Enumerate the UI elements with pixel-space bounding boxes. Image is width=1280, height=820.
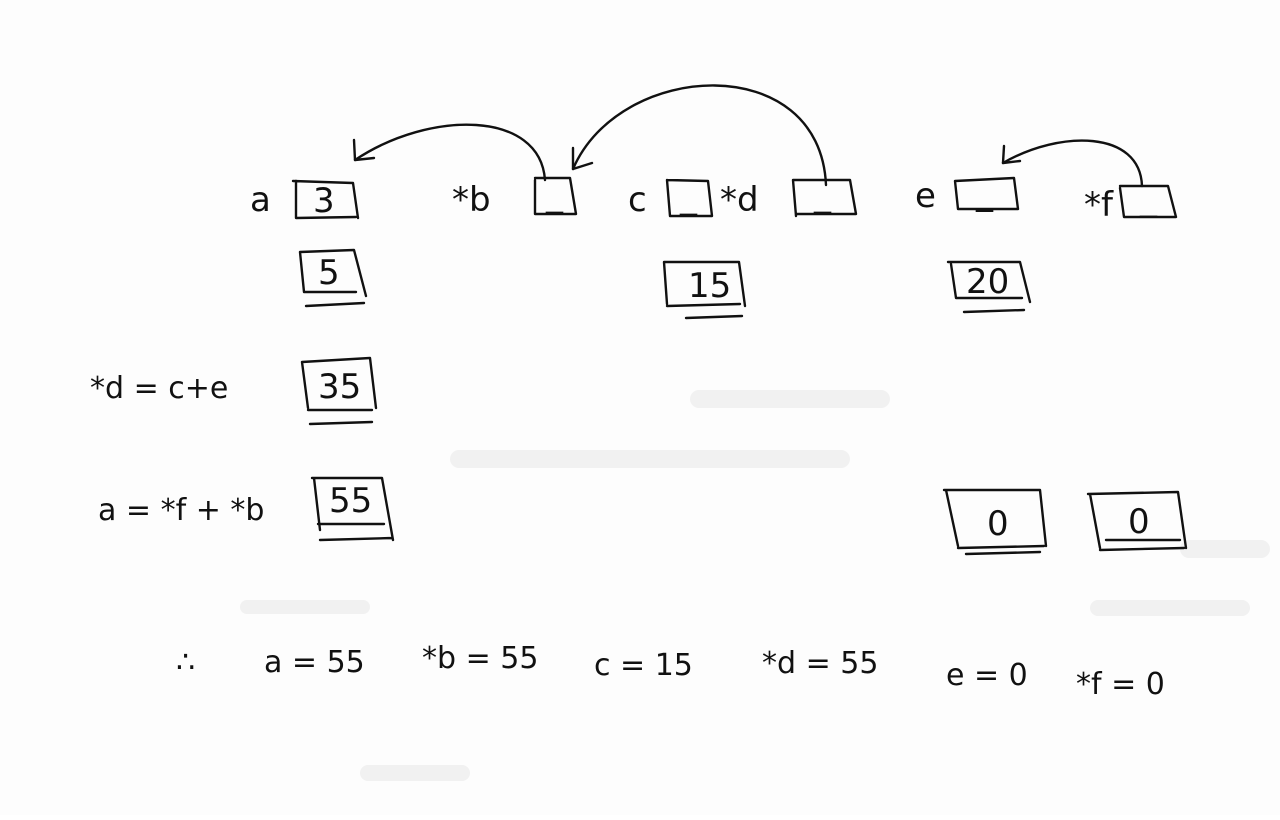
var-box-d: [791, 178, 858, 218]
expression-d-assign: *d = c+e: [90, 371, 228, 406]
row2-e: 20: [946, 260, 1032, 314]
var-box-c: [665, 178, 714, 218]
value-box-a-55: [310, 476, 395, 542]
variable-b: *b _: [452, 175, 578, 220]
conclusion: ∴ a = 55 *b = 55 c = 15 *d = 55 e = 0 *f…: [176, 641, 1165, 702]
result-b: *b = 55: [422, 641, 538, 676]
value-e-0: 0: [987, 504, 1009, 544]
pointer-arrow-f-to-e: [1001, 139, 1144, 188]
var-value-e: _: [975, 173, 994, 213]
var-box-f: [1118, 184, 1178, 219]
row4-f: 0: [1086, 490, 1188, 552]
result-c: c = 15: [594, 648, 693, 683]
variable-f: *f _: [1084, 179, 1178, 225]
result-e: e = 0: [946, 658, 1028, 693]
result-f: *f = 0: [1076, 667, 1165, 702]
row2-a: 5: [298, 248, 368, 308]
expression-a-assign: a = *f + *b: [98, 493, 264, 528]
result-d: *d = 55: [762, 646, 878, 681]
var-box-b: [533, 176, 578, 216]
value-box-f-0: [1086, 490, 1188, 552]
value-c-15: 15: [688, 266, 731, 306]
value-box-a-5: [298, 248, 368, 308]
var-value-b: _: [545, 175, 564, 215]
var-label-f: *f: [1084, 185, 1114, 225]
var-box-a: [291, 179, 360, 220]
var-value-d: _: [813, 175, 832, 215]
pointer-arrows: [352, 84, 1144, 188]
value-a-5: 5: [318, 253, 340, 293]
pointer-arrow-d-to-b: [571, 84, 828, 187]
value-a-35: 35: [318, 367, 361, 407]
result-a: a = 55: [264, 645, 365, 680]
therefore-symbol: ∴: [176, 645, 195, 680]
value-a-55: 55: [329, 481, 372, 521]
value-box-e-0: [942, 488, 1048, 556]
pointer-arrow-b-to-a: [352, 123, 547, 182]
var-box-e: [953, 176, 1020, 211]
variable-c: c _: [628, 177, 714, 220]
row2-c: 15: [662, 260, 747, 320]
value-box-c-15: [662, 260, 747, 320]
var-value-a: 3: [313, 181, 335, 221]
variable-e: e _: [915, 173, 1020, 216]
var-value-f: _: [1139, 179, 1158, 219]
variable-d: *d _: [720, 175, 858, 220]
var-label-a: a: [250, 180, 271, 220]
var-value-c: _: [679, 177, 698, 217]
value-e-20: 20: [966, 262, 1009, 302]
row4-a: 55: [310, 476, 395, 542]
value-f-0: 0: [1128, 502, 1150, 542]
var-label-d: *d: [720, 180, 759, 220]
row3-a: 35: [300, 356, 378, 426]
var-label-b: *b: [452, 180, 491, 220]
paper-bleed-through: [240, 390, 1270, 781]
value-box-e-20: [946, 260, 1032, 314]
var-label-e: e: [915, 176, 936, 216]
var-label-c: c: [628, 180, 647, 220]
value-box-a-35: [300, 356, 378, 426]
variable-a: a 3: [250, 179, 360, 221]
row4-e: 0: [942, 488, 1048, 556]
